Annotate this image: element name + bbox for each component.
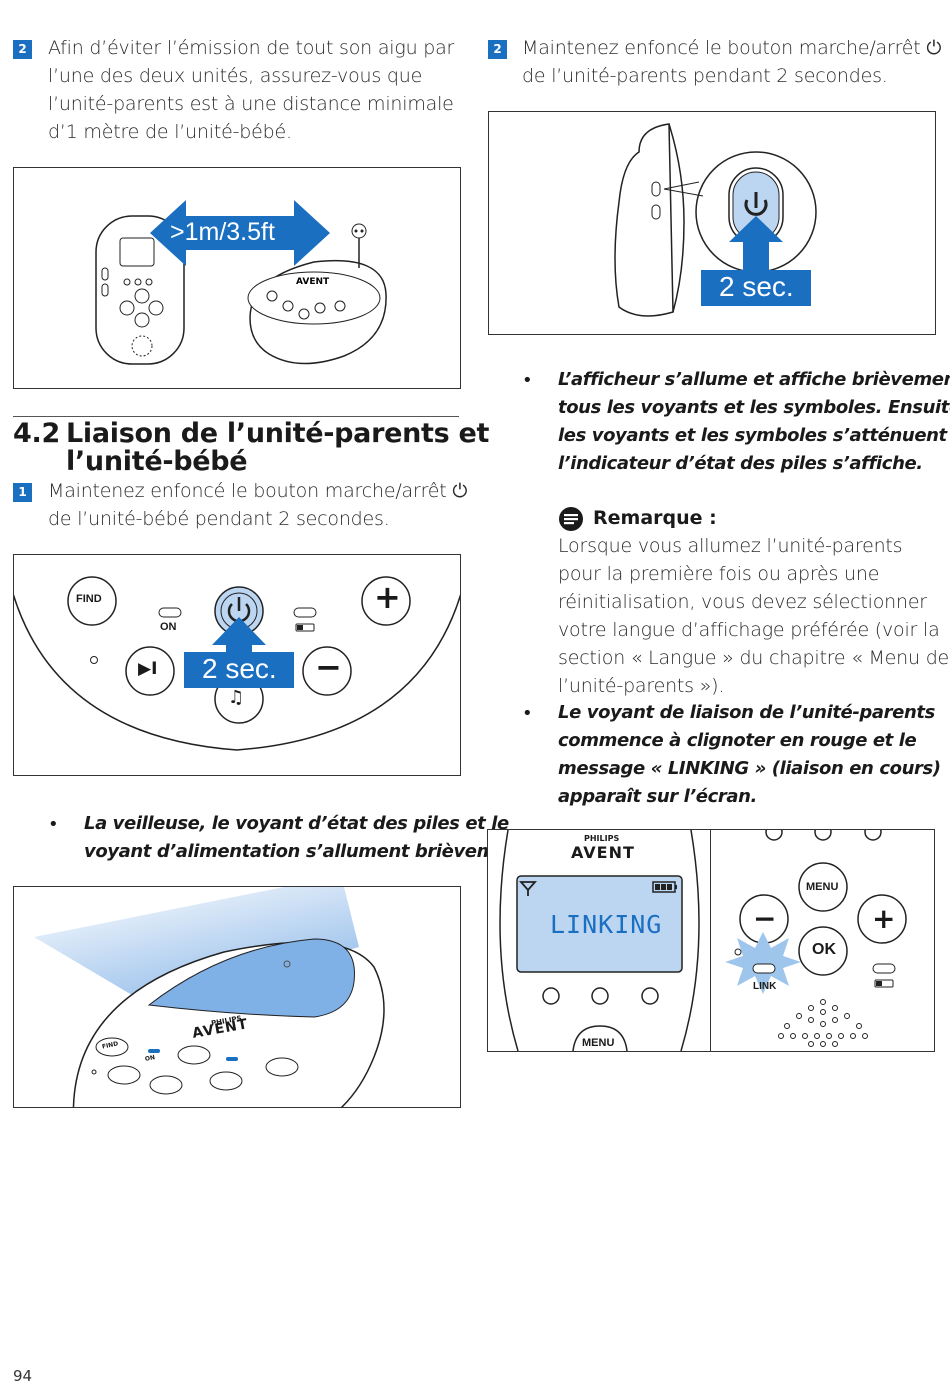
text-line: Maintenez enfoncé le bouton marche/arrêt… <box>48 477 468 505</box>
text-line: de l’unité-parents pendant 2 secondes. <box>522 65 888 87</box>
note-text: Lorsque vous allumez l’unité-parents pou… <box>558 532 950 700</box>
plus-button: + <box>374 578 401 616</box>
on-label: ON <box>160 621 177 633</box>
night-light-illustration: PHILIPS AVENT FIND ON <box>13 886 461 1108</box>
note-title: Remarque : <box>593 507 717 529</box>
text-line: Maintenez enfoncé le bouton marche/arrêt… <box>522 34 942 62</box>
text-line: commence à clignoter en rouge et le <box>558 730 917 751</box>
note-icon <box>559 507 583 531</box>
step-text: Maintenez enfoncé le bouton marche/arrêt… <box>48 477 468 533</box>
ok-button: OK <box>812 941 836 958</box>
parent-unit-power-illustration: 2 sec. <box>488 111 936 335</box>
text-line: réinitialisation, vous devez sélectionne… <box>558 591 927 613</box>
distance-illustration: AVENT >1m/3.5ft <box>13 167 461 389</box>
step-text: Afin d’éviter l’émission de tout son aig… <box>48 34 468 146</box>
text-line: section « Langue » du chapitre « Menu de <box>558 647 950 669</box>
text-line: voyant d’alimentation s’allument brièvem… <box>84 841 534 862</box>
bullet-text: Le voyant de liaison de l’unité-parents … <box>558 699 941 811</box>
text-line: de l’unité-bébé pendant 2 secondes. <box>48 508 390 530</box>
device-brand-small: PHILIPS <box>584 834 620 843</box>
power-icon: ⏻ <box>926 37 942 59</box>
plus-button: + <box>872 902 896 935</box>
device-brand: AVENT <box>571 843 635 862</box>
text-line: d’1 mètre de l’unité-bébé. <box>48 121 292 143</box>
step-number-badge: 2 <box>13 40 32 59</box>
step-text: Maintenez enfoncé le bouton marche/arrêt… <box>522 34 942 90</box>
device-brand-text: AVENT <box>296 277 330 287</box>
link-label: LINK <box>753 981 777 992</box>
bullet-text: L’afficheur s’allume et affiche brièveme… <box>558 366 950 478</box>
press-duration-label: 2 sec. <box>202 653 277 684</box>
bullet-text: La veilleuse, le voyant d’état des piles… <box>84 810 534 866</box>
baby-unit-buttons-illustration: FIND ON + − ▶I ♫ 2 sec. <box>13 554 461 776</box>
text-line: les voyants et les symboles s’atténuent … <box>558 425 950 446</box>
minus-button: − <box>753 902 777 935</box>
bullet-dot: • <box>48 814 59 835</box>
section-title-line: l’unité-bébé <box>66 446 248 477</box>
minus-button: − <box>315 648 342 686</box>
text-line: Lorsque vous allumez l’unité-parents <box>558 535 903 557</box>
step-number-badge: 1 <box>13 483 32 502</box>
parent-unit-link-illustration: MENU − + OK LINK <box>710 829 935 1052</box>
parent-unit-screen-illustration: PHILIPS AVENT LINKING MENU <box>487 829 712 1052</box>
text-line: L’afficheur s’allume et affiche brièveme… <box>558 369 950 390</box>
text-line: apparaît sur l’écran. <box>558 786 757 807</box>
text-line: pour la première fois ou après une <box>558 563 880 585</box>
bullet-dot: • <box>522 703 533 724</box>
step-number-badge: 2 <box>488 40 507 59</box>
text-line: l’unité-parents »). <box>558 675 725 697</box>
bullet-dot: • <box>522 370 533 391</box>
text-line-content: Maintenez enfoncé le bouton marche/arrêt <box>522 37 921 59</box>
text-line: l’une des deux unités, assurez-vous que <box>48 65 423 87</box>
text-line: tous les voyants et les symboles. Ensuit… <box>558 397 950 418</box>
section-title-line: Liaison de l’unité-parents et <box>66 418 490 449</box>
menu-button-label: MENU <box>582 1037 615 1049</box>
power-icon: ⏻ <box>452 480 468 502</box>
text-line: l’indicateur d’état des piles s’affiche. <box>558 453 923 474</box>
section-number: 4.2 <box>13 418 60 449</box>
text-line-content: Maintenez enfoncé le bouton marche/arrêt <box>48 480 447 502</box>
play-pause-button: ▶I <box>138 659 158 679</box>
section-title: Liaison de l’unité-parents et l’unité-bé… <box>66 420 489 476</box>
find-button: FIND <box>76 593 102 605</box>
section-rule <box>13 416 459 417</box>
text-line: message « LINKING » (liaison en cours) <box>558 758 941 779</box>
text-line: l’unité-parents est à une distance minim… <box>48 93 454 115</box>
menu-button: MENU <box>806 881 839 893</box>
text-line: Le voyant de liaison de l’unité-parents <box>558 702 935 723</box>
text-line: votre langue d’affichage préférée (voir … <box>558 619 940 641</box>
press-duration-label: 2 sec. <box>719 271 794 302</box>
page-number: 94 <box>13 1367 33 1385</box>
text-line: Afin d’éviter l’émission de tout son aig… <box>48 37 455 59</box>
screen-status-text: LINKING <box>550 910 663 939</box>
music-note-icon: ♫ <box>228 687 245 708</box>
distance-label: >1m/3.5ft <box>170 218 275 246</box>
text-line: La veilleuse, le voyant d’état des piles… <box>84 813 509 834</box>
